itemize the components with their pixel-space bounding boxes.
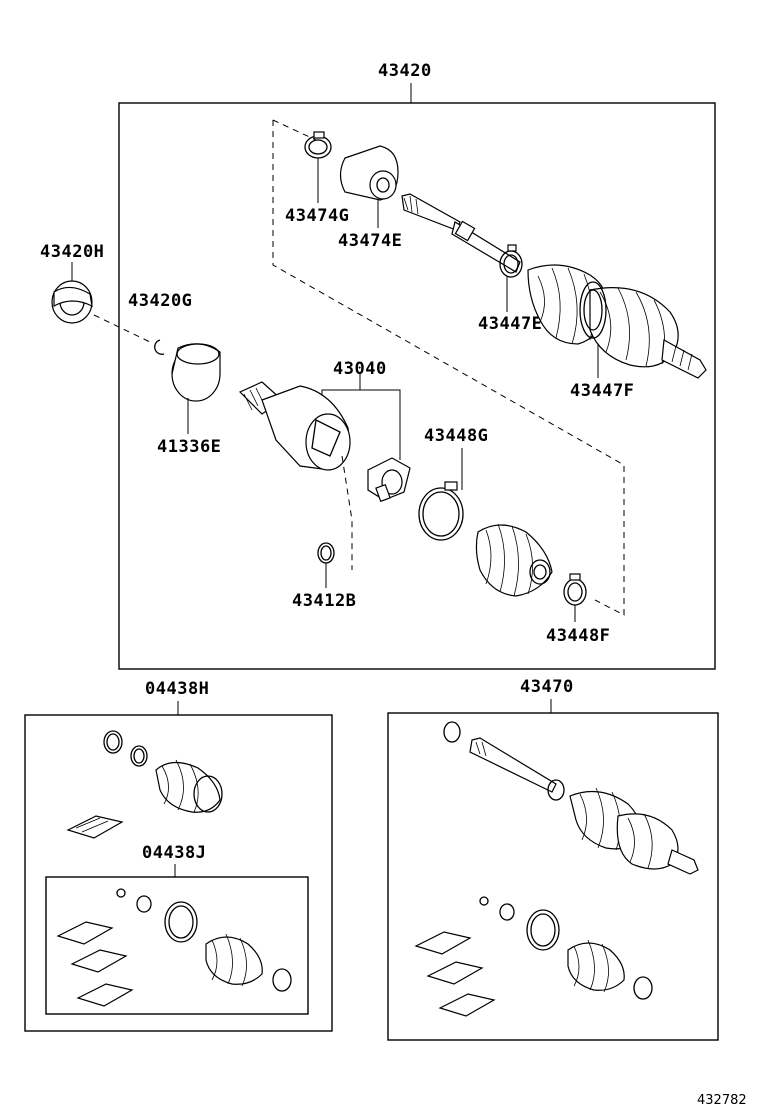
tripod-joint [367,457,411,503]
label-04438J[interactable]: 04438J [142,843,206,863]
shaft-43470-group: 43470 [387,677,719,1041]
drive-shaft [401,193,521,273]
damper-43474E [339,145,399,201]
clamp-43474G [304,131,332,159]
label-43420G[interactable]: 43420G [128,291,192,311]
boot-43447F [527,264,707,379]
main-assembly-group: 43420 43474G 43474E [93,61,716,670]
band-43448G [418,481,464,541]
seal-43420H [51,280,93,324]
label-43474G[interactable]: 43474G [285,206,349,226]
clamp-43448F [563,573,587,606]
label-43420[interactable]: 43420 [378,61,432,81]
label-43448F[interactable]: 43448F [546,626,610,646]
kit-04438J-frame [45,876,309,1015]
tulip-43040 [238,381,351,471]
kit-04438H-group: 04438H 04438J [24,679,333,1032]
label-43448G[interactable]: 43448G [424,426,488,446]
snap-ring-43412B [317,542,335,564]
label-43474E[interactable]: 43474E [338,231,402,251]
label-43470[interactable]: 43470 [520,677,574,697]
label-43420H[interactable]: 43420H [40,242,104,262]
label-04438H[interactable]: 04438H [145,679,209,699]
figure-id: 432782 [697,1093,747,1108]
label-43447E[interactable]: 43447E [478,314,542,334]
snap-ring-43420G [154,339,165,355]
label-43412B[interactable]: 43412B [292,591,356,611]
label-43447F[interactable]: 43447F [570,381,634,401]
cover-41336E [171,343,221,402]
shaft-43470-frame [387,712,719,1041]
main-assembly-frame [118,102,716,670]
clamp-43447E [499,244,523,278]
inner-boot [475,523,553,597]
label-41336E[interactable]: 41336E [157,437,221,457]
label-43040[interactable]: 43040 [333,359,387,379]
